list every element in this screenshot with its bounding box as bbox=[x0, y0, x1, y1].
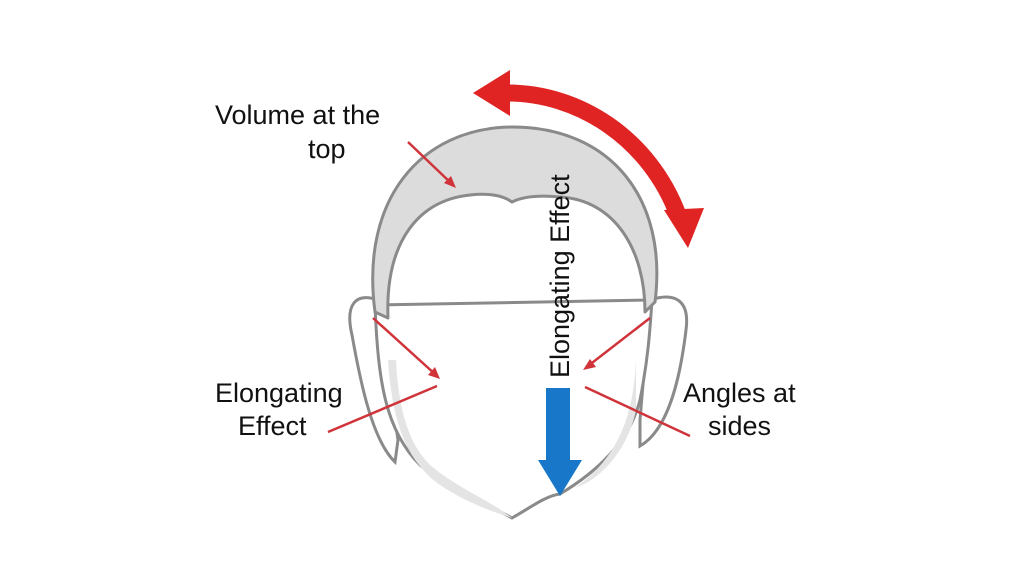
label-angles-line2: sides bbox=[708, 411, 771, 441]
label-angles-line1: Angles at bbox=[683, 378, 796, 408]
face-outline bbox=[373, 298, 654, 520]
jaw-shading-right bbox=[575, 358, 636, 488]
label-vertical-elongating: Elongating Effect bbox=[545, 174, 575, 378]
hair-volume bbox=[371, 125, 659, 320]
curved-double-arrow-icon bbox=[473, 70, 704, 248]
label-volume-line1: Volume at the bbox=[215, 100, 380, 130]
down-arrow-icon bbox=[538, 388, 582, 496]
jaw-shading bbox=[388, 360, 512, 518]
pointer-lines bbox=[327, 141, 691, 438]
right-ear bbox=[638, 295, 689, 449]
label-elongating-line1: Elongating bbox=[215, 378, 343, 408]
label-elongating-line2: Effect bbox=[238, 411, 307, 441]
label-volume-line2: top bbox=[308, 134, 346, 164]
left-ear bbox=[348, 296, 400, 466]
